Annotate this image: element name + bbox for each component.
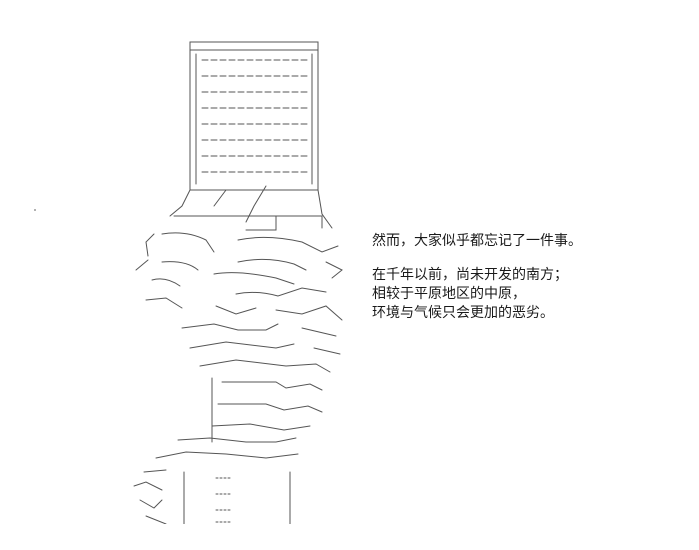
signboard-rows <box>195 53 313 185</box>
ascii-art-svg <box>133 41 343 524</box>
caption-gap <box>372 251 692 266</box>
signboard-frame <box>189 41 319 191</box>
stray-dot <box>34 209 36 211</box>
caption-line-3: 相较于平原地区的中原， <box>372 286 526 302</box>
caption-line-4: 环境与气候只会更加的恶劣。 <box>372 305 554 321</box>
ascii-art-figure <box>126 38 366 524</box>
caption-block: 然而，大家似乎都忘记了一件事。 在千年以前，尚未开发的南方； 相较于平原地区的中… <box>372 232 692 323</box>
body <box>133 377 323 524</box>
collar <box>181 323 341 373</box>
arms <box>169 185 333 231</box>
caption-line-1: 然而，大家似乎都忘记了一件事。 <box>372 233 582 249</box>
caption-line-2: 在千年以前，尚未开发的南方； <box>372 267 568 283</box>
head <box>135 232 343 321</box>
